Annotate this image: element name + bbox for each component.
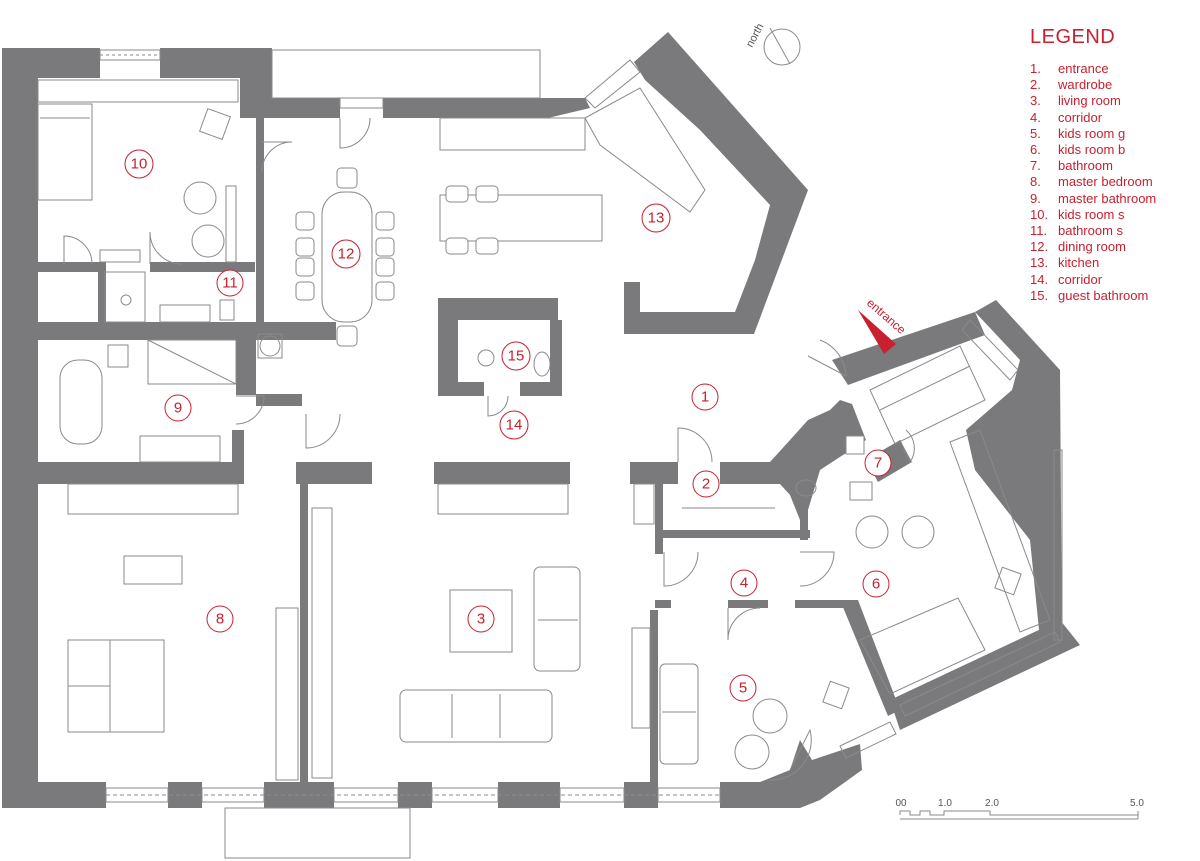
legend-item: 12. dining room [1030, 239, 1195, 255]
legend-item-number: 8. [1030, 174, 1041, 190]
legend-item: 9. master bathroom [1030, 191, 1195, 207]
room-marker-7: 7 [864, 449, 892, 477]
room-marker-8: 8 [206, 605, 234, 633]
legend-item-number: 7. [1030, 158, 1041, 174]
legend-item-label: master bathroom [1058, 190, 1157, 206]
svg-text:13: 13 [648, 210, 665, 227]
svg-text:7: 7 [874, 455, 882, 472]
legend-item-label: bathroom [1058, 158, 1113, 174]
legend: LEGEND 1. entrance 2. wardrobe 3. living ro… [1030, 26, 1195, 304]
door-swings [63, 117, 915, 781]
north-label: north [744, 22, 766, 50]
legend-item-number: 1. [1030, 61, 1041, 76]
windows [99, 49, 1063, 859]
svg-text:15: 15 [508, 348, 525, 365]
legend-item: 4. corridor [1030, 110, 1195, 126]
legend-item-label: living room [1058, 93, 1121, 109]
svg-text:12: 12 [338, 246, 355, 263]
legend-item: 2. wardrobe [1030, 77, 1195, 93]
walls [2, 32, 1080, 808]
legend-item-label: wardrobe [1058, 77, 1113, 93]
legend-item: 5. kids room g [1030, 126, 1195, 142]
legend-item-label: bathroom s [1058, 223, 1124, 239]
room-marker-11: 11 [216, 269, 244, 297]
north-arrow: north [744, 22, 801, 66]
scale-bar: 00 1.0 2.0 5.0 [895, 798, 1144, 820]
legend-item: 13. kitchen [1030, 255, 1195, 271]
legend-item-number: 9. [1030, 190, 1041, 206]
legend-item-number: 5. [1030, 125, 1041, 141]
svg-text:3: 3 [477, 611, 485, 628]
legend-item: 10. kids room s [1030, 207, 1195, 223]
svg-text:1: 1 [701, 389, 709, 406]
dining-chairs [295, 167, 395, 347]
legend-item-label: corridor [1058, 109, 1103, 125]
svg-text:10: 10 [131, 156, 148, 173]
legend-item-label: corridor [1058, 271, 1103, 287]
entrance-arrow-icon [858, 310, 896, 354]
scale-label-0: 00 [895, 798, 907, 809]
legend-item: 1. entrance [1030, 61, 1195, 77]
room-marker-2: 2 [692, 470, 720, 498]
svg-text:6: 6 [872, 576, 880, 593]
svg-text:14: 14 [506, 417, 523, 434]
legend-item-label: guest bathroom [1058, 287, 1149, 303]
legend-item-label: kids room s [1058, 206, 1125, 222]
legend-item-number: 13. [1030, 255, 1049, 271]
room-marker-15: 15 [501, 341, 531, 371]
legend-item-label: master bedroom [1058, 174, 1153, 190]
svg-text:8: 8 [216, 611, 224, 628]
legend-item-number: 10. [1030, 206, 1049, 222]
furniture [37, 79, 1051, 781]
room-marker-12: 12 [331, 239, 361, 269]
room-marker-6: 6 [862, 570, 890, 598]
svg-text:5: 5 [739, 680, 747, 697]
legend-item-number: 6. [1030, 142, 1041, 158]
legend-item: 15. guest bathroom [1030, 288, 1195, 304]
room-marker-14: 14 [499, 410, 529, 440]
legend-item-label: kids room g [1058, 125, 1126, 141]
legend-item: 3. living room [1030, 93, 1195, 109]
legend-item: 7. bathroom [1030, 158, 1195, 174]
legend-item-number: 14. [1030, 271, 1049, 287]
legend-item-label: kids room b [1058, 142, 1126, 158]
legend-item-number: 15. [1030, 287, 1049, 303]
svg-text:2: 2 [702, 476, 710, 493]
room-marker-13: 13 [641, 203, 671, 233]
legend-item-number: 4. [1030, 109, 1041, 125]
scale-label-2: 2.0 [985, 798, 999, 809]
legend-item-label: kitchen [1058, 255, 1100, 271]
legend-item-number: 2. [1030, 77, 1041, 93]
svg-text:4: 4 [740, 575, 748, 592]
scale-label-5: 5.0 [1130, 798, 1144, 809]
legend-item-number: 11. [1030, 223, 1048, 239]
legend-item-number: 12. [1030, 239, 1049, 255]
room-marker-9: 9 [164, 394, 192, 422]
scale-label-1: 1.0 [938, 798, 952, 809]
room-markers: 1 2 3 4 5 6 7 8 9 10 11 12 13 14 15 [124, 149, 892, 702]
room-marker-10: 10 [124, 149, 154, 179]
legend-item-label: dining room [1058, 239, 1126, 255]
legend-item-number: 3. [1030, 93, 1041, 109]
legend-title: LEGEND [1030, 26, 1116, 48]
room-marker-3: 3 [467, 605, 495, 633]
svg-text:9: 9 [174, 400, 182, 417]
room-marker-5: 5 [729, 674, 757, 702]
legend-item-label: entrance [1058, 61, 1109, 76]
legend-item: 11. bathroom s [1030, 223, 1195, 239]
legend-list: 1. entrance 2. wardrobe 3. living room 4. co… [1030, 61, 1195, 304]
room-marker-1: 1 [691, 383, 719, 411]
svg-text:11: 11 [222, 275, 238, 292]
room-marker-4: 4 [730, 569, 758, 597]
legend-item: 6. kids room b [1030, 142, 1195, 158]
legend-item: 8. master bedroom [1030, 174, 1195, 190]
legend-item: 14. corridor [1030, 272, 1195, 288]
